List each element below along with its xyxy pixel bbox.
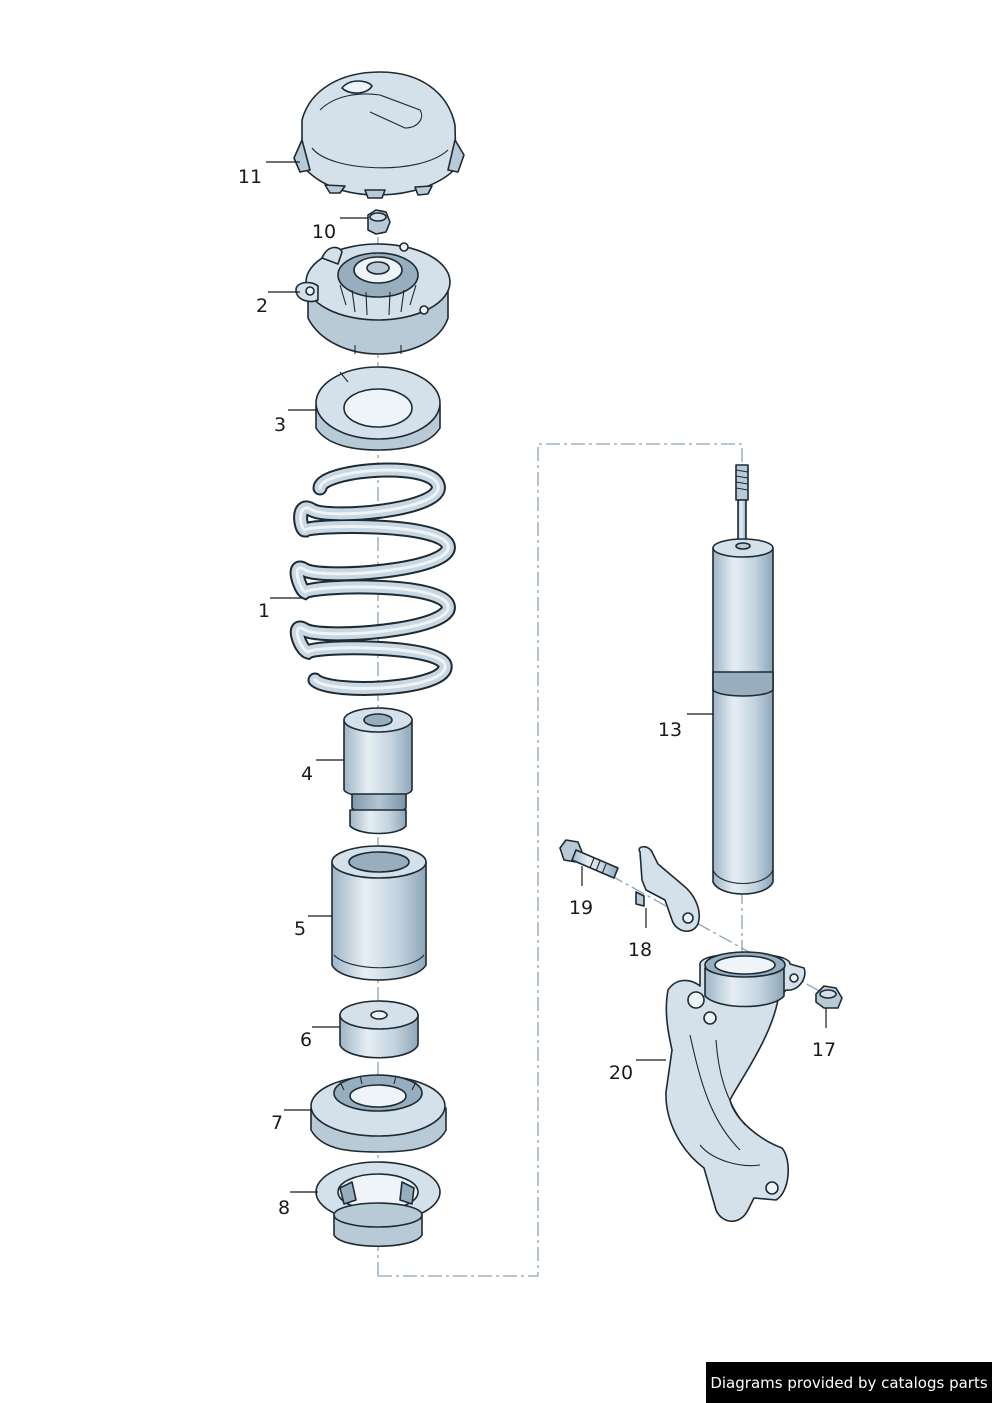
callout-5: 5: [294, 918, 306, 940]
part-2-strut-mount[interactable]: [295, 242, 451, 355]
part-18-bracket[interactable]: [635, 845, 700, 932]
part-5-protective-sleeve[interactable]: [331, 845, 427, 981]
callout-19: 19: [569, 897, 593, 919]
callout-leaders: [266, 161, 827, 1193]
callout-7: 7: [271, 1112, 283, 1134]
callout-4: 4: [301, 763, 313, 785]
callout-2: 2: [256, 295, 268, 317]
part-19-bolt[interactable]: [559, 839, 619, 879]
part-13-shock-absorber[interactable]: [712, 464, 774, 895]
credit-banner: Diagrams provided by catalogs parts: [706, 1362, 992, 1403]
callout-13: 13: [658, 719, 682, 741]
part-10-nut[interactable]: [367, 209, 391, 235]
callout-3: 3: [274, 414, 286, 436]
part-11-top-cover[interactable]: [293, 71, 465, 199]
part-4-bump-stop[interactable]: [343, 707, 413, 835]
part-1-coil-spring[interactable]: [289, 462, 456, 696]
callout-20: 20: [609, 1062, 633, 1084]
callout-11: 11: [238, 166, 262, 188]
callout-8: 8: [278, 1197, 290, 1219]
callout-17: 17: [812, 1039, 836, 1061]
part-8-spring-pad[interactable]: [315, 1161, 441, 1247]
callout-1: 1: [258, 600, 270, 622]
callout-labels: 11 10 2 3 1 4 5 6 7 8 13 19 18 17 20: [238, 166, 836, 1219]
callout-18: 18: [628, 939, 652, 961]
part-6-buffer[interactable]: [339, 1000, 419, 1059]
part-3-spring-seat-upper[interactable]: [315, 366, 441, 451]
callout-6: 6: [300, 1029, 312, 1051]
part-7-spring-seat-lower[interactable]: [310, 1074, 447, 1153]
callout-10: 10: [312, 221, 336, 243]
part-20-wheel-bearing-housing[interactable]: [665, 951, 806, 1223]
part-17-nut[interactable]: [815, 985, 843, 1009]
